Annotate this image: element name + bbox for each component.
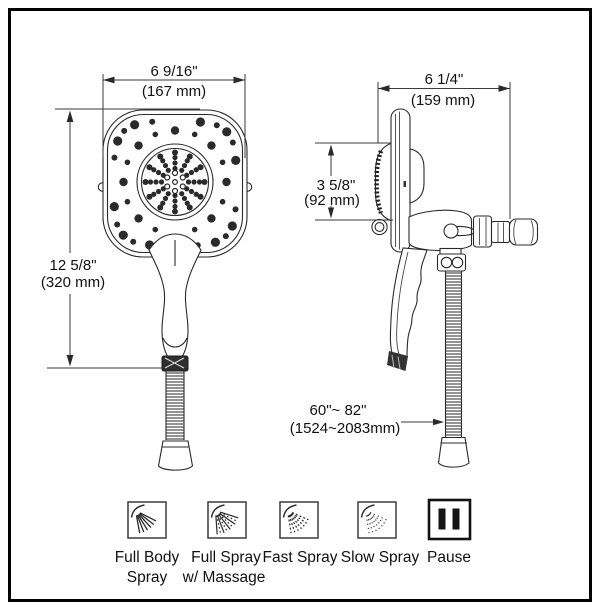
- hose-front: [165, 371, 185, 440]
- spray-mode-box: [427, 498, 472, 541]
- spray-mode-label: Slow Spray: [341, 549, 420, 566]
- full-body-spray-icon: [130, 504, 157, 534]
- hose-end-fitting-front: [157, 440, 194, 471]
- side-face-inches: 3 5/8": [317, 177, 356, 194]
- spray-mode-full-body: Full Body Spray: [115, 501, 180, 586]
- outer-nozzle-dots: [109, 117, 241, 250]
- spray-modes-legend: Full Body Spray Full Spray w/ Massage Fa…: [115, 498, 472, 586]
- handle-front: [148, 233, 202, 358]
- slow-spray-icon: [360, 504, 387, 534]
- front-height-mm: (320 mm): [41, 274, 105, 291]
- spray-mode-box: [279, 501, 319, 539]
- side-depth-dimension: 6 1/4" (159 mm): [377, 71, 511, 219]
- spray-mode-label: Spray: [127, 569, 168, 586]
- arrow-up: [327, 144, 335, 156]
- arrow-right: [433, 418, 444, 426]
- front-width-inches: 6 9/16": [150, 63, 197, 80]
- arrow-right: [233, 76, 245, 84]
- figure-border: [8, 8, 592, 602]
- arrow-left: [103, 76, 115, 84]
- spray-mode-box: [357, 501, 397, 539]
- spray-mode-label: Fast Spray: [263, 549, 338, 566]
- spray-mode-box: [127, 501, 167, 539]
- spray-mode-label: Full Body: [115, 549, 180, 566]
- spray-mode-label: w/ Massage: [182, 569, 266, 586]
- spray-mode-box: [207, 501, 247, 539]
- full-spray-massage-icon: [210, 504, 239, 535]
- side-face-dimension: 3 5/8" (92 mm): [304, 142, 393, 221]
- spray-mode-label: Pause: [427, 549, 471, 566]
- front-height-dimension: 12 5/8" (320 mm): [41, 108, 200, 369]
- hose-end-fitting-side: [437, 436, 470, 468]
- mount-pad: [409, 148, 425, 204]
- front-height-inches: 12 5/8": [49, 257, 96, 274]
- pivot-hole: [443, 223, 459, 239]
- spray-mode-slow-spray: Slow Spray: [341, 501, 420, 566]
- pause-icon: [438, 508, 460, 530]
- coupling-nut: [472, 215, 493, 248]
- spray-mode-pause: Pause: [427, 498, 472, 566]
- side-face-mm: (92 mm): [304, 192, 360, 209]
- handle-side: [389, 247, 428, 359]
- side-depth-inches: 6 1/4": [425, 71, 464, 88]
- hose-length-inches: 60"~ 82": [310, 402, 367, 419]
- spray-mode-fast-spray: Fast Spray: [263, 501, 338, 566]
- front-width-mm: (167 mm): [142, 83, 206, 100]
- arrow-down: [327, 207, 335, 219]
- nozzle-texture: [374, 150, 384, 214]
- hose-length-mm: (1524~2083mm): [290, 420, 400, 437]
- spray-mode-full-spray-massage: Full Spray w/ Massage: [182, 501, 266, 586]
- mount-arm: [408, 209, 473, 252]
- backplate-profile: [390, 108, 411, 253]
- hose-side: [444, 271, 463, 437]
- front-view: 6 9/16" (167 mm) 12 5/8" (320 mm): [41, 63, 253, 471]
- side-view: 6 1/4" (159 mm) 3 5/8" (92 mm) 60"~ 82" …: [290, 71, 539, 468]
- spray-mode-label: Full Spray: [191, 549, 261, 566]
- front-width-dimension: 6 9/16" (167 mm): [102, 63, 246, 158]
- arrow-down: [66, 355, 74, 367]
- hanging-loop: [371, 218, 388, 236]
- fast-spray-icon: [282, 504, 309, 534]
- hose-length-annotation: 60"~ 82" (1524~2083mm): [290, 402, 444, 437]
- side-depth-mm: (159 mm): [411, 92, 475, 109]
- arrow-right: [498, 85, 510, 92]
- arrow-up: [66, 110, 74, 122]
- center-nozzle-dots: [142, 149, 208, 215]
- arrow-left: [378, 85, 390, 92]
- wall-connector: [508, 218, 539, 246]
